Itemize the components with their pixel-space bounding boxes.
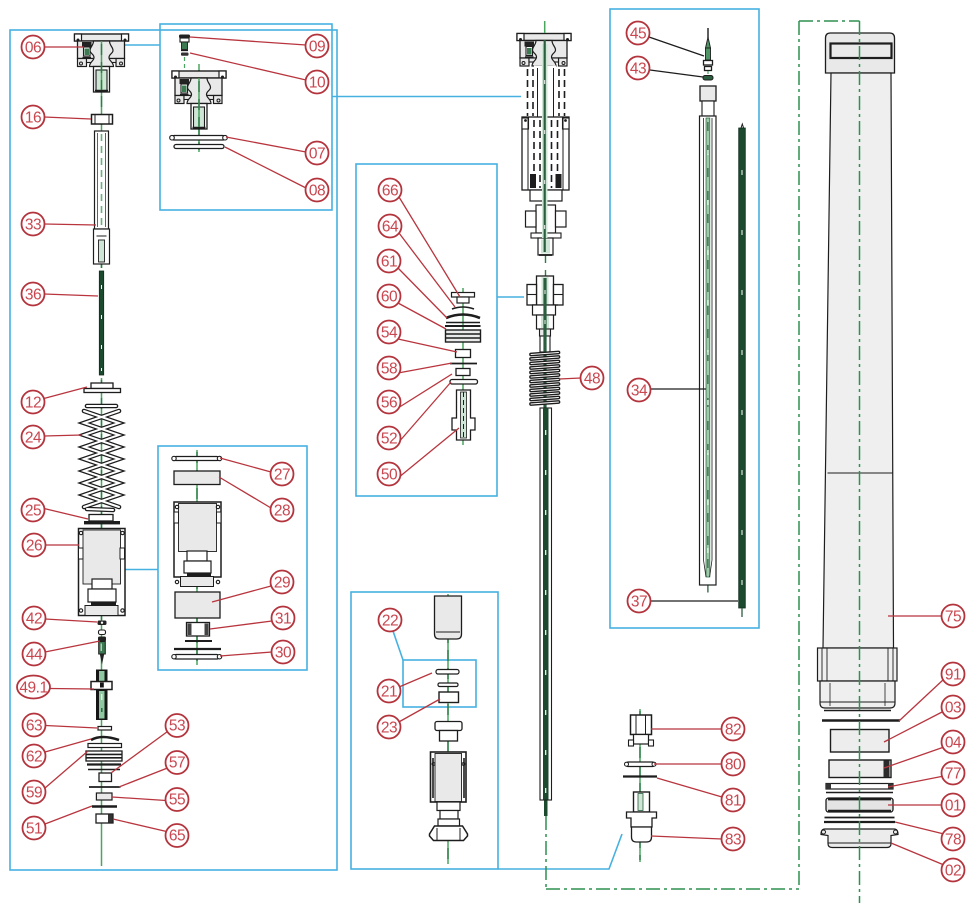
svg-text:23: 23 (381, 720, 397, 737)
svg-text:03: 03 (945, 700, 961, 717)
svg-text:42: 42 (26, 611, 42, 628)
svg-text:83: 83 (725, 832, 741, 849)
svg-text:45: 45 (630, 26, 646, 43)
svg-text:37: 37 (631, 594, 647, 611)
svg-text:64: 64 (382, 219, 399, 236)
svg-text:62: 62 (26, 749, 42, 766)
svg-text:08: 08 (309, 183, 325, 200)
svg-text:65: 65 (169, 828, 185, 845)
svg-text:43: 43 (630, 61, 646, 78)
svg-text:55: 55 (169, 792, 185, 809)
svg-text:07: 07 (309, 146, 325, 163)
svg-text:34: 34 (631, 383, 648, 400)
svg-text:59: 59 (26, 785, 42, 802)
svg-text:09: 09 (309, 39, 325, 56)
svg-text:02: 02 (945, 863, 961, 880)
svg-text:25: 25 (25, 503, 41, 520)
svg-text:58: 58 (381, 361, 397, 378)
svg-text:80: 80 (725, 757, 742, 774)
svg-text:12: 12 (25, 395, 41, 412)
svg-text:10: 10 (309, 75, 326, 92)
svg-text:26: 26 (26, 538, 42, 555)
svg-text:75: 75 (945, 609, 961, 626)
svg-text:49.1: 49.1 (19, 680, 47, 697)
svg-text:21: 21 (381, 684, 397, 701)
svg-text:66: 66 (382, 183, 398, 200)
svg-text:51: 51 (26, 821, 42, 838)
svg-text:48: 48 (584, 371, 600, 388)
svg-text:44: 44 (26, 647, 43, 664)
svg-text:63: 63 (26, 718, 42, 735)
svg-text:53: 53 (169, 718, 185, 735)
svg-text:27: 27 (274, 467, 290, 484)
svg-text:54: 54 (381, 325, 398, 342)
svg-text:50: 50 (381, 467, 398, 484)
svg-text:33: 33 (25, 217, 41, 234)
svg-text:60: 60 (381, 289, 398, 306)
svg-text:81: 81 (725, 793, 741, 810)
svg-text:28: 28 (274, 503, 290, 520)
svg-text:78: 78 (945, 832, 961, 849)
svg-text:52: 52 (381, 431, 397, 448)
svg-text:22: 22 (382, 613, 398, 630)
svg-text:91: 91 (945, 667, 961, 684)
svg-text:31: 31 (275, 611, 291, 628)
svg-text:56: 56 (381, 395, 397, 412)
svg-text:61: 61 (381, 254, 397, 271)
svg-text:77: 77 (945, 766, 961, 783)
svg-text:29: 29 (274, 575, 290, 592)
svg-text:06: 06 (25, 40, 41, 57)
svg-text:57: 57 (169, 755, 185, 772)
svg-text:24: 24 (25, 430, 42, 447)
svg-text:01: 01 (945, 798, 961, 815)
svg-text:30: 30 (275, 645, 292, 662)
svg-text:04: 04 (945, 735, 962, 752)
svg-text:16: 16 (25, 110, 41, 127)
svg-text:36: 36 (25, 287, 41, 304)
svg-text:82: 82 (725, 722, 741, 739)
